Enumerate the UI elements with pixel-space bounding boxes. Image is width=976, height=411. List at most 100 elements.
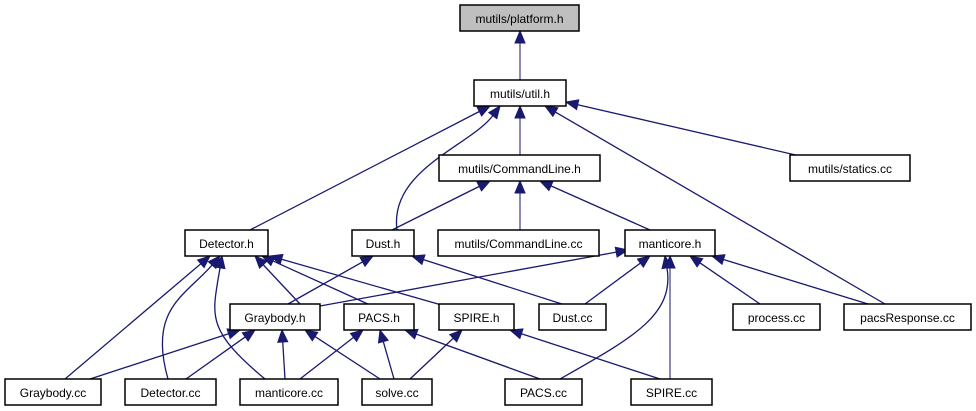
edge-process-cc-to-manticore-h <box>688 255 761 305</box>
edge-manticore-h-to-commandline-h <box>538 180 651 231</box>
arrowhead-icon <box>403 328 419 340</box>
node-label: process.cc <box>748 311 805 325</box>
node-box <box>124 378 217 406</box>
edge-line <box>550 185 651 231</box>
node-label: mutils/statics.cc <box>808 162 892 176</box>
arrowhead-icon <box>564 99 580 111</box>
arrowhead-icon <box>476 105 492 117</box>
node-label: mutils/CommandLine.h <box>458 162 581 176</box>
arrowhead-icon <box>349 329 365 343</box>
arrowhead-icon <box>476 180 492 192</box>
edge-dust-cc-to-dust-h <box>410 254 566 306</box>
node-label: Graybody.h <box>244 311 305 325</box>
node-label: manticore.h <box>639 237 702 251</box>
edge-line <box>319 251 617 307</box>
edge-line <box>64 263 202 380</box>
node-label: pacsResponse.cc <box>860 311 955 325</box>
node-spire-cc[interactable]: SPIRE.cc <box>630 378 713 406</box>
edge-line <box>314 336 381 380</box>
edge-manticore-cc-to-graybody-h <box>277 328 289 380</box>
edge-statics-cc-to-util-h <box>564 99 801 157</box>
node-label: mutils/CommandLine.cc <box>454 237 582 251</box>
edge-dust-cc-to-manticore-h <box>584 255 652 305</box>
edge-line <box>391 185 480 231</box>
node-label: Detector.h <box>199 237 254 251</box>
node-label: PACS.h <box>358 311 400 325</box>
node-commandline-cc[interactable]: mutils/CommandLine.cc <box>437 229 600 257</box>
node-detector-h[interactable]: Detector.h <box>184 229 269 257</box>
edge-line <box>161 264 213 380</box>
edge-line <box>282 341 286 380</box>
edges-layer <box>64 29 886 380</box>
edge-line <box>577 104 801 157</box>
node-graybody-h[interactable]: Graybody.h <box>229 303 321 331</box>
arrowhead-icon <box>410 254 426 266</box>
edge-line <box>287 261 363 305</box>
arrowhead-icon <box>448 329 463 343</box>
node-label: Dust.cc <box>552 311 592 325</box>
node-solve-cc[interactable]: solve.cc <box>361 378 433 406</box>
edge-solve-cc-to-spire-h <box>409 329 463 380</box>
node-box <box>184 229 269 257</box>
edge-line <box>281 258 446 307</box>
node-pacs-h[interactable]: PACS.h <box>343 303 415 331</box>
node-box <box>351 229 415 257</box>
arrowhead-icon <box>241 329 257 342</box>
edge-line <box>185 336 246 380</box>
node-manticore-h[interactable]: manticore.h <box>624 229 716 257</box>
node-pacsresponse-cc[interactable]: pacsResponse.cc <box>843 303 972 331</box>
edge-line <box>395 115 494 231</box>
node-box <box>361 378 433 406</box>
edge-spire-h-to-detector-h <box>268 253 446 307</box>
arrowhead-icon <box>688 255 704 268</box>
arrowhead-icon <box>277 328 289 343</box>
node-graybody-cc[interactable]: Graybody.cc <box>4 378 102 406</box>
node-pacs-cc[interactable]: PACS.cc <box>504 378 583 406</box>
node-box <box>538 303 607 331</box>
node-manticore-cc[interactable]: manticore.cc <box>239 378 339 406</box>
node-dust-h[interactable]: Dust.h <box>351 229 415 257</box>
node-label: Graybody.cc <box>20 386 86 400</box>
node-spire-h[interactable]: SPIRE.h <box>438 303 515 331</box>
edge-graybody-cc-to-detector-h <box>64 255 211 380</box>
edge-line <box>262 264 301 305</box>
edge-commandline-cc-to-commandline-h <box>514 179 526 230</box>
node-box <box>504 378 583 406</box>
arrowhead-icon <box>214 254 226 270</box>
edge-commandline-h-to-util-h <box>514 104 526 155</box>
edge-line <box>555 111 886 305</box>
edge-line <box>249 110 480 231</box>
node-box <box>789 154 911 182</box>
node-process-cc[interactable]: process.cc <box>732 303 821 331</box>
node-box <box>732 303 821 331</box>
arrowhead-icon <box>487 104 501 120</box>
node-box <box>843 303 972 331</box>
edge-line <box>584 262 641 305</box>
arrowhead-icon <box>268 253 284 265</box>
node-detector-cc[interactable]: Detector.cc <box>124 378 217 406</box>
node-commandline-h[interactable]: mutils/CommandLine.h <box>438 154 601 182</box>
arrowhead-icon <box>543 105 559 118</box>
edge-graybody-h-to-dust-h <box>287 255 375 305</box>
edge-line <box>699 262 761 305</box>
node-label: mutils/util.h <box>490 87 550 101</box>
arrowhead-icon <box>377 328 389 344</box>
node-label: solve.cc <box>375 386 418 400</box>
edge-line <box>723 258 869 305</box>
node-label: Dust.h <box>366 237 401 251</box>
edge-line <box>382 341 395 380</box>
edge-line <box>559 267 669 380</box>
arrowhead-icon <box>303 329 319 342</box>
arrowhead-icon <box>664 254 676 269</box>
node-dust-cc[interactable]: Dust.cc <box>538 303 607 331</box>
edge-line <box>89 333 229 380</box>
node-label: Detector.cc <box>140 386 200 400</box>
edge-pacs-cc-to-pacs-h <box>403 328 541 380</box>
edge-spire-cc-to-spire-h <box>508 328 661 380</box>
node-util-h[interactable]: mutils/util.h <box>473 79 567 107</box>
node-box <box>438 303 515 331</box>
node-statics-cc[interactable]: mutils/statics.cc <box>789 154 911 182</box>
edge-line <box>214 267 266 380</box>
node-box <box>624 229 716 257</box>
edge-line <box>416 333 541 380</box>
